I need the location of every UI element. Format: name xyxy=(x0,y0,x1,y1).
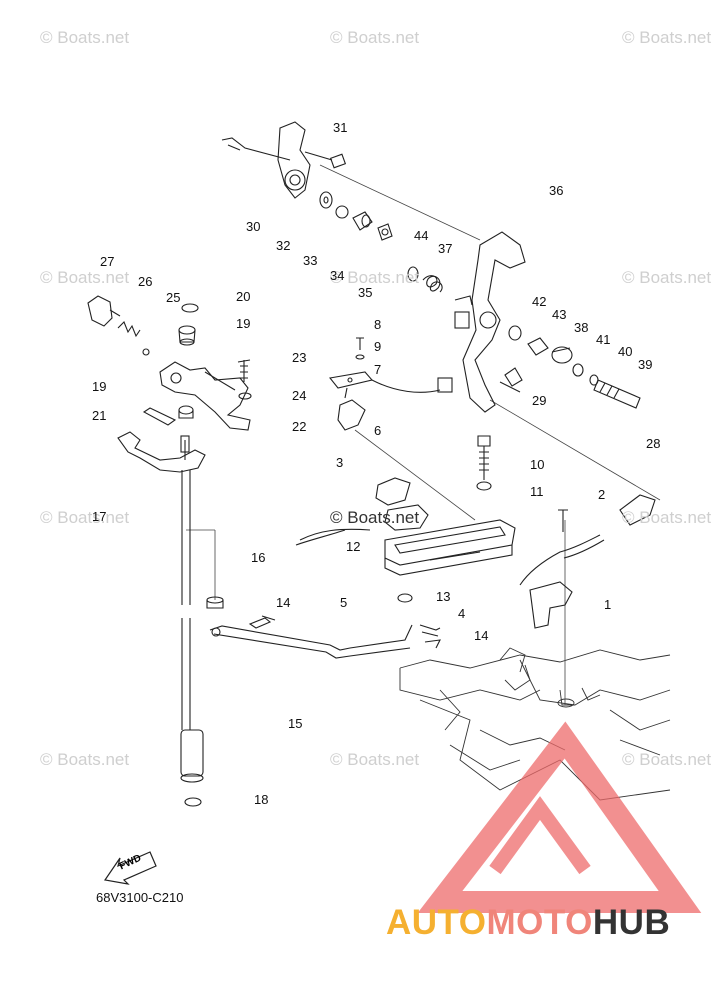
part-17-lever-and-shaft xyxy=(117,431,206,807)
part-label: 14 xyxy=(276,595,291,610)
brand-part-auto: AUTO xyxy=(386,903,487,942)
brand-part-hub: HUB xyxy=(592,903,671,942)
drawing-code: 68V3100-C210 xyxy=(96,890,184,905)
part-label: 11 xyxy=(530,484,544,499)
part-label: 38 xyxy=(574,320,589,335)
part-label: 10 xyxy=(530,457,545,472)
part-label: 44 xyxy=(414,228,429,243)
spring-37 xyxy=(407,266,443,293)
part-label: 24 xyxy=(292,388,307,403)
part-label: 8 xyxy=(374,317,382,332)
parts-1-2-28 xyxy=(519,494,656,629)
watermark: © Boats.net xyxy=(40,28,130,47)
part-30-bracket xyxy=(221,121,347,199)
part-16-collar xyxy=(206,596,224,609)
watermark: © Boats.net xyxy=(622,28,712,47)
part-label: 40 xyxy=(618,344,633,359)
part-label: 39 xyxy=(638,357,653,372)
part-label: 22 xyxy=(292,419,307,434)
part-label: 43 xyxy=(552,307,567,322)
part-36-arm xyxy=(454,231,526,413)
part-label: 23 xyxy=(292,350,307,365)
watermark: © Boats.net xyxy=(622,750,712,769)
watermark: © Boats.net xyxy=(622,508,712,527)
part-label: 20 xyxy=(236,289,251,304)
watermark: © Boats.net xyxy=(330,28,420,47)
part-label: 27 xyxy=(100,254,115,269)
part-label: 36 xyxy=(549,183,564,198)
engine-casing xyxy=(399,647,671,801)
brand-wordmark: AUTOMOTOHUB xyxy=(386,903,670,943)
part-15-rod xyxy=(209,624,413,659)
part-label: 6 xyxy=(374,423,382,438)
part-label: 17 xyxy=(92,509,107,524)
fwd-arrow-icon xyxy=(103,851,157,885)
part-29-clip xyxy=(499,367,523,393)
right-hardware xyxy=(508,325,641,409)
parts-21-19 xyxy=(142,405,194,426)
part-label: 37 xyxy=(438,241,453,256)
watermark: © Boats.net xyxy=(40,268,130,287)
washer-stack xyxy=(319,191,393,241)
part-label: 16 xyxy=(251,550,266,565)
part-label: 18 xyxy=(254,792,269,807)
parts-23-24 xyxy=(237,359,252,400)
watermark: © Boats.net xyxy=(330,268,420,287)
part-label: 12 xyxy=(346,539,361,554)
part-22-lever xyxy=(159,361,251,431)
clips-14-4 xyxy=(248,615,441,649)
watermark: © Boats.net xyxy=(330,750,420,769)
part-label: 32 xyxy=(276,238,291,253)
part-label: 26 xyxy=(138,274,153,289)
part-label: 3 xyxy=(336,455,344,470)
watermark: © Boats.net xyxy=(622,268,712,287)
part-label: 13 xyxy=(436,589,451,604)
part-label: 5 xyxy=(340,595,348,610)
part-label: 30 xyxy=(246,219,261,234)
part-label: 15 xyxy=(288,716,303,731)
part-label: 31 xyxy=(333,120,348,135)
part-label: 25 xyxy=(166,290,181,305)
watermark: © Boats.net xyxy=(40,508,130,527)
part-label: 21 xyxy=(92,408,107,423)
reference-lines xyxy=(186,164,661,705)
part-label: 35 xyxy=(358,285,373,300)
brand-part-moto: MOTO xyxy=(486,903,593,942)
part-label: 7 xyxy=(374,362,382,377)
parts-25-27 xyxy=(87,295,150,356)
parts-19-20 xyxy=(178,303,199,346)
part-label: 19 xyxy=(92,379,107,394)
part-label: 4 xyxy=(458,606,466,621)
parts-3-5-12 xyxy=(299,477,516,576)
parts-6-9 xyxy=(328,337,453,431)
part-label: 19 xyxy=(236,316,251,331)
part-label: 9 xyxy=(374,339,382,354)
watermark: © Boats.net xyxy=(330,508,420,527)
part-label: 33 xyxy=(303,253,318,268)
watermark: © Boats.net xyxy=(40,750,130,769)
part-label: 29 xyxy=(532,393,547,408)
automotohub-logo-icon xyxy=(417,721,702,913)
part-label: 2 xyxy=(598,487,606,502)
part-label: 28 xyxy=(646,436,661,451)
cable-12 xyxy=(295,529,346,546)
parts-10-11-13 xyxy=(397,435,492,603)
part-label: 14 xyxy=(474,628,489,643)
part-label: 42 xyxy=(532,294,547,309)
part-label: 41 xyxy=(596,332,611,347)
part-label: 1 xyxy=(604,597,612,612)
part-label: 34 xyxy=(330,268,345,283)
